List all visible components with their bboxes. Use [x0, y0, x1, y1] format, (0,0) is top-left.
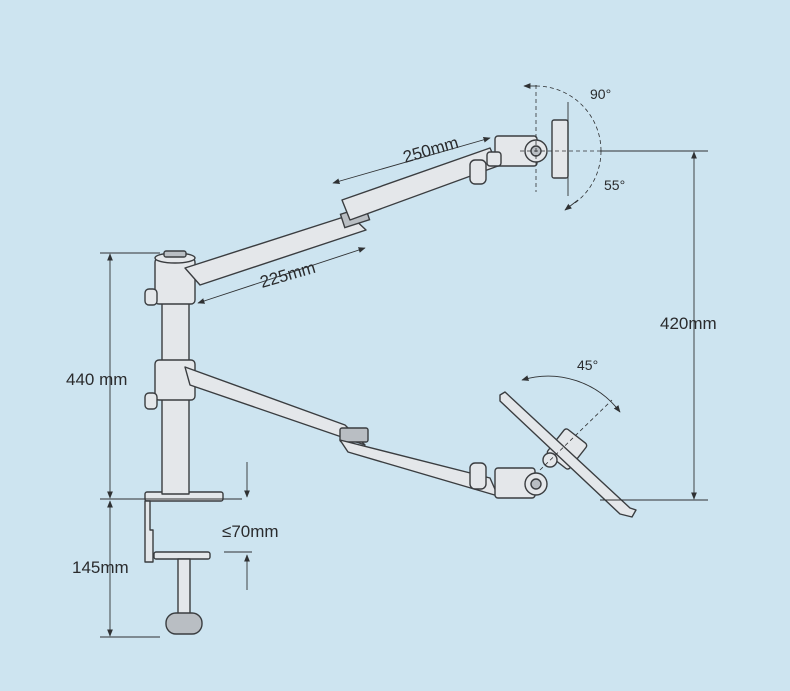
label-clamp-height: 145mm — [72, 558, 129, 577]
label-desk-thickness: ≤70mm — [222, 522, 279, 541]
lower-upper-arm — [339, 439, 536, 499]
dim-desk-thickness — [224, 462, 252, 590]
dim-lower-arm-length — [197, 247, 366, 304]
label-monitor-tilt-down: 55° — [604, 177, 625, 193]
monitor-tilt-joint — [524, 102, 569, 196]
dim-left-height — [100, 252, 242, 638]
angle-monitor-arcs — [520, 83, 700, 211]
label-laptop-tilt: 45° — [577, 357, 598, 373]
dim-upper-arm-length — [332, 137, 491, 184]
label-left-height: 440 mm — [66, 370, 127, 389]
mounting-pole — [144, 250, 196, 495]
angle-laptop-arc — [521, 375, 621, 471]
desk-clamp — [144, 491, 224, 635]
label-monitor-tilt-up: 90° — [590, 86, 611, 102]
label-right-height: 420mm — [660, 314, 717, 333]
lower-lower-arm — [184, 366, 369, 446]
